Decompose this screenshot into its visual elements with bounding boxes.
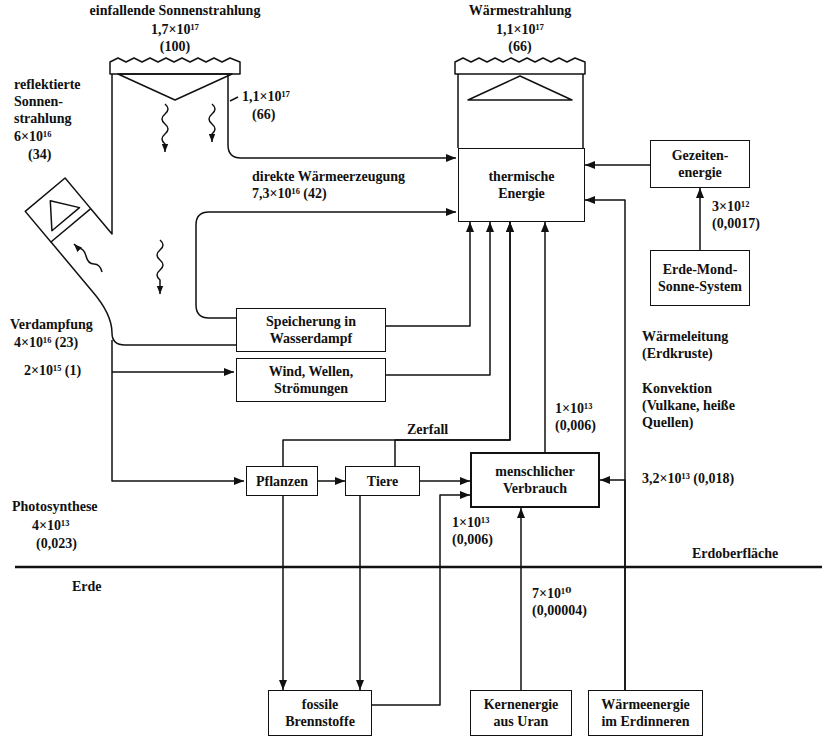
flow-label: (100) — [158, 38, 192, 55]
flow-line — [112, 340, 244, 481]
leader-line — [230, 97, 238, 101]
input-wedge — [118, 74, 232, 100]
box-text: Erde-Mond-Sonne-System — [656, 261, 744, 295]
box-text: Tiere — [367, 473, 398, 490]
process-box: Erde-Mond-Sonne-System — [650, 250, 750, 306]
box-text: Wind, Wellen, Strömungen — [242, 363, 380, 397]
flow-arrow — [386, 222, 490, 375]
wavy-arrow — [157, 240, 163, 294]
flow-label: 4×10¹⁶ (23) — [12, 334, 80, 351]
flow-label: 1,7×10¹⁷ — [149, 21, 201, 38]
flow-arrow — [359, 496, 361, 690]
flow-label: reflektierte Sonnen-strahlung — [12, 76, 104, 127]
flow-label: Erdoberfläche — [690, 545, 780, 562]
flow-label: Erde — [70, 578, 104, 595]
edge-label: 7×10¹⁰ (0,00004) — [530, 585, 622, 619]
process-box: Gezeiten-energie — [650, 140, 750, 188]
box-text: fossile Brennstoffe — [274, 696, 366, 730]
flow-label: (66) — [506, 38, 533, 55]
edge-label: 1×10¹³ (0,006) — [450, 514, 516, 548]
box-text: Kernenergie aus Uran — [476, 696, 566, 730]
process-box: Tiere — [345, 466, 420, 496]
flow-label: 6×10¹⁶ — [12, 128, 53, 145]
pipe-wall — [196, 212, 456, 318]
pipe-wall — [457, 74, 459, 148]
flow-label: Konvektion (Vulkane, heiße Quellen) — [640, 380, 769, 431]
pipe-wall — [228, 74, 456, 158]
reflection-box-outline — [25, 178, 91, 242]
process-box: thermische Energie — [458, 148, 585, 222]
radiation-output-box — [455, 58, 585, 74]
output-wedge — [468, 76, 572, 100]
flow-label: Verdampfung — [8, 316, 95, 333]
sun-input-box — [110, 58, 240, 74]
flow-label: 2×10¹⁵ (1) — [22, 362, 83, 379]
wavy-arrow — [74, 244, 102, 272]
edge-label: 1×10¹³ (0,006) — [553, 400, 623, 434]
box-text: Wärmeenergie im Erdinneren — [594, 696, 697, 730]
process-box: Wärmeenergie im Erdinneren — [588, 690, 703, 736]
flow-label: Photosynthese — [10, 498, 100, 515]
process-box: fossile Brennstoffe — [268, 690, 372, 736]
flow-label: direkte Wärmeerzeugung 7,3×10¹⁶ (42) — [250, 168, 454, 202]
flow-arrow — [420, 480, 470, 482]
wavy-arrow — [209, 104, 215, 142]
edge-label: 3×10¹² (0,0017) — [710, 198, 792, 232]
flow-arrow — [520, 508, 522, 690]
box-text: Gezeiten-energie — [656, 147, 744, 181]
wavy-arrow — [162, 104, 168, 152]
reflection-wedge — [36, 189, 79, 231]
edge-label: Zerfall — [405, 421, 450, 438]
process-box: Wind, Wellen, Strömungen — [236, 358, 386, 402]
flow-arrow — [544, 222, 546, 452]
flow-label: Wärmestrahlung — [467, 2, 574, 19]
box-text: menschlicher Verbrauch — [477, 463, 593, 497]
box-text: Pflanzen — [256, 473, 308, 490]
flow-label: 4×10¹³ — [30, 517, 71, 534]
flow-line — [112, 371, 234, 373]
process-box: menschlicher Verbrauch — [470, 452, 600, 508]
flow-arrow — [282, 496, 284, 690]
flow-arrow — [699, 188, 701, 250]
flow-label: (34) — [26, 146, 53, 163]
box-text: Speicherung in Wasserdampf — [242, 313, 380, 347]
box-text: thermische Energie — [464, 168, 579, 202]
flow-label: Wärmeleitung (Erdkruste) — [640, 328, 774, 362]
flow-label: 3,2×10¹³ (0,018) — [640, 470, 736, 487]
flow-arrow — [318, 480, 345, 482]
flow-arrow — [395, 222, 510, 466]
flow-arrow — [386, 222, 470, 326]
process-box: Kernenergie aus Uran — [470, 690, 572, 736]
flow-arrow — [585, 164, 650, 166]
flow-label: einfallende Sonnenstrahlung — [88, 2, 263, 19]
process-box: Speicherung in Wasserdampf — [236, 308, 386, 352]
flow-label: (66) — [250, 106, 277, 123]
flow-label: 1,1×10¹⁷ — [494, 21, 546, 38]
ground-line — [15, 566, 822, 569]
process-box: Pflanzen — [246, 466, 318, 496]
flow-label: (0,023) — [34, 535, 79, 552]
flow-label: 1,1×10¹⁷ — [240, 88, 292, 105]
reflection-box — [25, 178, 91, 242]
pipe-wall — [582, 74, 584, 148]
